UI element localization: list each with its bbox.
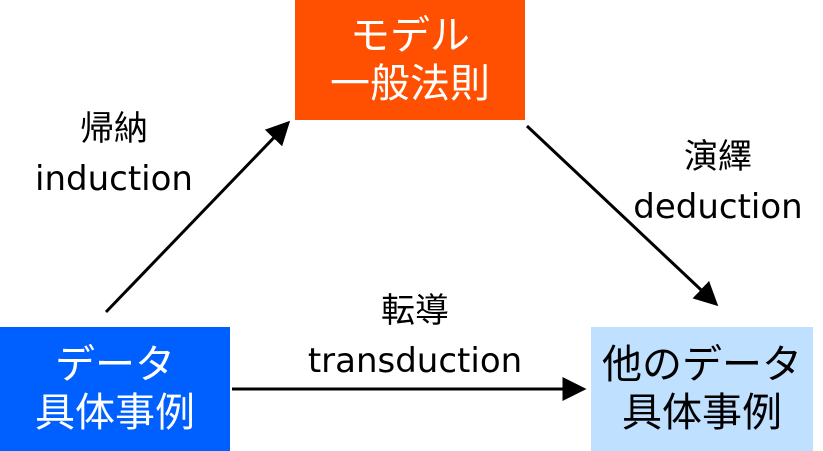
induction-label-jp: 帰納 — [80, 109, 148, 149]
other-data-node: 他のデータ 具体事例 — [591, 327, 813, 451]
deduction-label-en: deduction — [633, 187, 803, 227]
model-node-line2: 一般法則 — [330, 61, 490, 107]
model-node: モデル 一般法則 — [295, 0, 525, 120]
data-node: データ 具体事例 — [0, 327, 230, 451]
other-data-node-line2: 具体事例 — [622, 390, 782, 436]
data-node-line1: データ — [55, 342, 175, 388]
deduction-label-jp: 演繹 — [684, 137, 752, 177]
other-data-node-line1: 他のデータ — [602, 342, 802, 388]
transduction-label-jp: 転導 — [381, 291, 449, 331]
data-node-line2: 具体事例 — [35, 390, 195, 436]
deduction-label: 演繹 deduction — [613, 132, 823, 232]
transduction-label-en: transduction — [307, 341, 523, 381]
model-node-line1: モデル — [350, 13, 470, 59]
induction-label: 帰納 induction — [14, 104, 214, 204]
transduction-label: 転導 transduction — [280, 286, 550, 386]
induction-label-en: induction — [35, 159, 193, 199]
